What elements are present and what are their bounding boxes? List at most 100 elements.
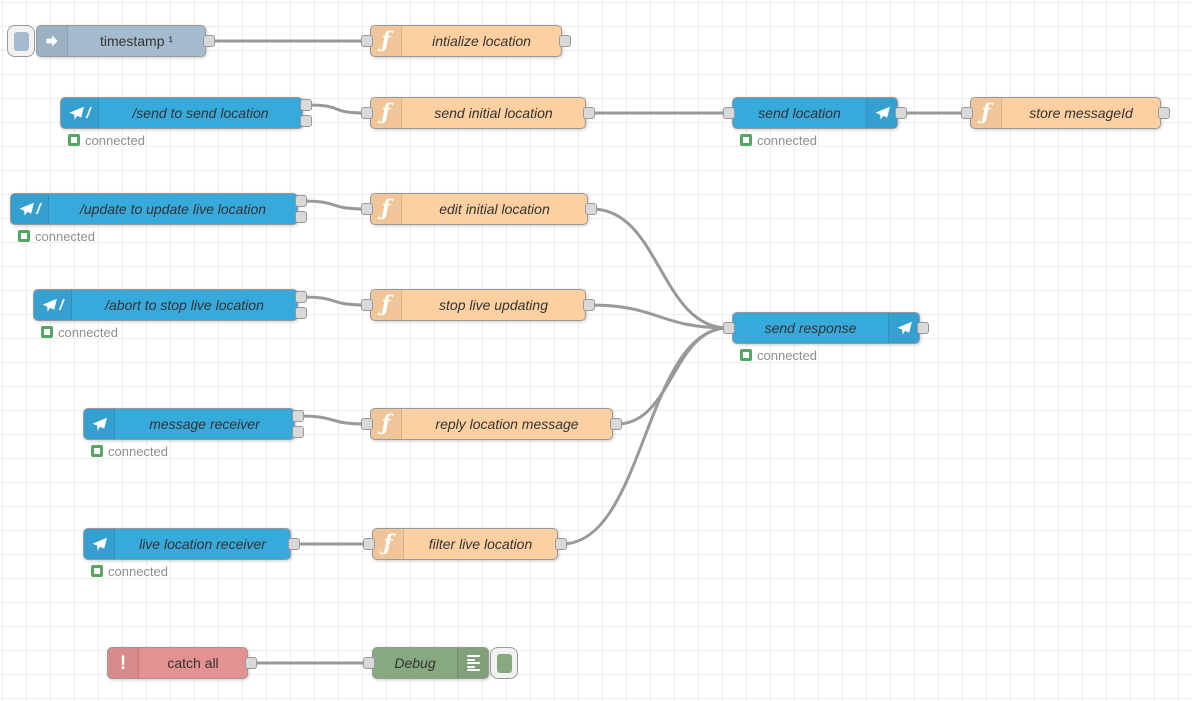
node-icon-area: ƒ: [371, 194, 402, 224]
output-port[interactable]: [559, 35, 571, 47]
inject-button[interactable]: [7, 25, 35, 57]
node-label: send initial location: [434, 105, 553, 121]
status-connected-icon: [91, 445, 103, 457]
node-label: live location receiver: [139, 536, 266, 552]
node-icon-area: ƒ: [371, 290, 402, 320]
node-cmd_send[interactable]: / /send to send location: [60, 97, 312, 129]
input-port[interactable]: [361, 203, 373, 215]
node-cmd_update[interactable]: / /update to update live location: [10, 193, 307, 225]
node-icon-area: [866, 98, 897, 128]
status-connected-icon: [18, 230, 30, 242]
output-port[interactable]: [203, 35, 215, 47]
node-icon-area: !: [108, 648, 139, 678]
node-label: message receiver: [149, 416, 260, 432]
node-status: connected: [740, 347, 817, 363]
node-label: /send to send location: [132, 105, 269, 121]
function-icon: ƒ: [381, 410, 391, 435]
node-label: catch all: [167, 655, 219, 671]
input-port[interactable]: [363, 657, 375, 669]
node-icon-area: ƒ: [371, 409, 402, 439]
output-port[interactable]: [555, 538, 567, 550]
slash-glyph: /: [59, 296, 64, 314]
output-port[interactable]: [295, 195, 307, 207]
node-catch_all[interactable]: ! catch all: [107, 647, 257, 679]
node-status: connected: [41, 324, 118, 340]
button-inner: [496, 653, 512, 673]
telegram-icon: [874, 105, 891, 122]
wire[interactable]: [305, 103, 368, 115]
node-label: edit initial location: [439, 201, 550, 217]
wire[interactable]: [300, 199, 368, 211]
node-label: send response: [764, 320, 857, 336]
node-cmd_abort[interactable]: //abort to stop live location: [33, 289, 307, 321]
node-msg_receiver[interactable]: message receiver: [83, 408, 304, 440]
input-port[interactable]: [361, 107, 373, 119]
debug-list-icon: [466, 655, 480, 671]
status-text: connected: [58, 324, 118, 340]
input-port[interactable]: [361, 299, 373, 311]
output-port[interactable]: [295, 291, 307, 303]
telegram-icon: [91, 536, 108, 553]
node-debug[interactable]: Debug: [363, 647, 518, 679]
node-icon-area: /: [61, 98, 99, 128]
function-icon: ƒ: [981, 99, 991, 124]
input-port[interactable]: [723, 107, 735, 119]
output-port[interactable]: [300, 99, 312, 111]
wire[interactable]: [297, 414, 368, 426]
wire[interactable]: [588, 303, 730, 330]
wire[interactable]: [560, 326, 730, 546]
wire[interactable]: [300, 295, 368, 307]
input-port[interactable]: [361, 418, 373, 430]
output-port[interactable]: [300, 115, 312, 127]
output-port[interactable]: [245, 657, 257, 669]
node-label: /update to update live location: [79, 201, 267, 217]
button-inner: [13, 31, 29, 51]
status-text: connected: [85, 132, 145, 148]
output-port[interactable]: [295, 307, 307, 319]
slash-glyph: /: [86, 104, 91, 122]
status-connected-icon: [68, 134, 80, 146]
output-port[interactable]: [292, 410, 304, 422]
output-port[interactable]: [917, 322, 929, 334]
node-icon-area: [37, 26, 68, 56]
output-port[interactable]: [585, 203, 597, 215]
wire[interactable]: [590, 207, 730, 330]
output-port[interactable]: [610, 418, 622, 430]
node-status: connected: [18, 229, 95, 244]
node-send_initial[interactable]: ƒ send initial location: [361, 97, 595, 129]
output-port[interactable]: [292, 426, 304, 438]
debug-toggle-button[interactable]: [490, 647, 518, 679]
node-init_location[interactable]: ƒ intialize location: [361, 25, 571, 57]
node-live_receiver[interactable]: live location receiver: [83, 528, 300, 560]
output-port[interactable]: [583, 299, 595, 311]
output-port[interactable]: [1158, 107, 1170, 119]
function-icon: ƒ: [381, 27, 391, 52]
node-icon-area: ƒ: [373, 529, 404, 559]
input-port[interactable]: [363, 538, 375, 550]
status-text: connected: [757, 347, 817, 363]
status-connected-icon: [740, 134, 752, 146]
output-port[interactable]: [295, 211, 307, 223]
node-send_location[interactable]: send location: [723, 97, 907, 129]
output-port[interactable]: [895, 107, 907, 119]
status-text: connected: [757, 132, 817, 148]
node-send_response[interactable]: send response: [723, 312, 929, 344]
wire[interactable]: [615, 326, 730, 426]
telegram-command-icon: /: [18, 201, 41, 218]
output-port[interactable]: [288, 538, 300, 550]
output-port[interactable]: [583, 107, 595, 119]
node-label: timestamp ¹: [99, 33, 174, 49]
input-port[interactable]: [723, 322, 735, 334]
node-icon-area: ƒ: [371, 98, 402, 128]
node-timestamp[interactable]: timestamp ¹: [7, 25, 215, 57]
node-label: intialize location: [432, 33, 531, 49]
node-edit_initial[interactable]: ƒ edit initial location: [361, 193, 597, 225]
input-port[interactable]: [361, 35, 373, 47]
input-port[interactable]: [961, 107, 973, 119]
function-icon: ƒ: [381, 291, 391, 316]
